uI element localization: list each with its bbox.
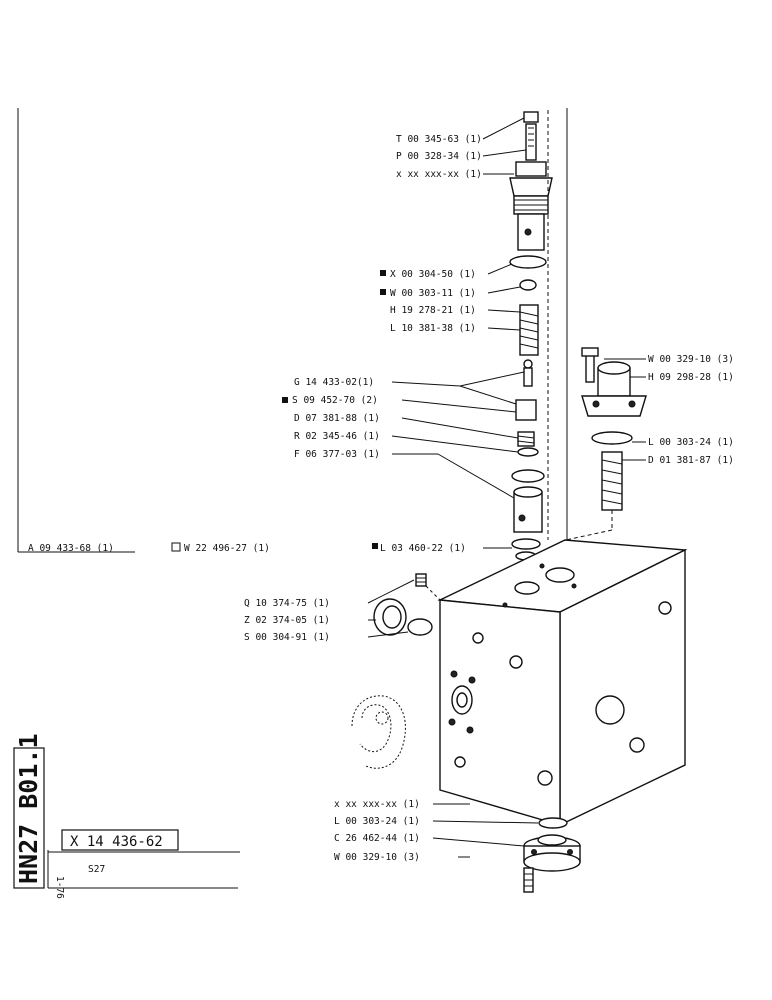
label-c-cover: C 26 462-44 (1)	[334, 833, 420, 844]
valve-block	[437, 539, 688, 827]
label-f-sleeve: F 06 377-03 (1)	[294, 449, 380, 460]
sleeve-s	[515, 399, 537, 421]
label-t: T 00 345-63 (1)	[396, 134, 482, 145]
oring-l-right	[591, 431, 633, 445]
description: S27	[88, 864, 105, 875]
oring-l-bottom	[538, 817, 568, 829]
cartridge-nut	[515, 161, 547, 177]
label-h-cap: H 09 298-28 (1)	[648, 372, 734, 383]
cartridge-hex	[509, 177, 553, 197]
plate-id: HN27 B01.1	[14, 733, 43, 884]
drawing-number-box	[61, 829, 179, 851]
label-w-ring: W 00 303-11 (1)	[390, 288, 476, 299]
sleeve-f	[513, 491, 543, 533]
leader-lines	[226, 117, 646, 889]
label-x-top: x xx xxx-xx (1)	[396, 169, 482, 180]
oring-x	[509, 255, 547, 269]
plug-part-t	[523, 111, 539, 123]
label-d-spring2: D 01 381-87 (1)	[648, 455, 734, 466]
marker-square-icon	[282, 397, 288, 403]
pin-g	[523, 367, 533, 387]
pin-part-p	[525, 123, 537, 161]
washer-w	[519, 279, 537, 291]
label-s-pin: S 09 452-70 (2)	[292, 395, 378, 406]
label-d-spring: D 07 381-88 (1)	[294, 413, 380, 424]
label-l-oring-block: L 03 460-22 (1)	[380, 543, 466, 554]
title-block: HN27 B01.1 X 14 436-62 1-76 S27	[13, 733, 240, 899]
cap-flange	[581, 395, 647, 417]
label-g: G 14 433-02(1)	[294, 377, 374, 388]
block-port	[595, 695, 625, 725]
sleeve-top	[511, 469, 545, 483]
label-w-screw-bottom: W 00 329-10 (3)	[334, 852, 420, 863]
plate-id-box	[13, 747, 45, 889]
oring-s	[407, 618, 433, 636]
right-valve-stack	[565, 347, 647, 565]
date-code: 1-76	[54, 876, 65, 899]
label-l-oring: L 00 303-24 (1)	[648, 437, 734, 448]
callout-labels: T 00 345-63 (1) P 00 328-34 (1) x xx xxx…	[28, 134, 734, 863]
label-a-assembly: A 09 433-68 (1)	[28, 543, 114, 554]
label-s-oring: S 00 304-91 (1)	[244, 632, 330, 643]
label-w-kit: W 22 496-27 (1)	[184, 543, 270, 554]
ring-r	[517, 447, 539, 457]
spring-d	[517, 431, 535, 447]
top-valve-stack	[509, 110, 553, 561]
marker-square-icon	[372, 543, 378, 549]
label-w-screw: W 00 329-10 (3)	[648, 354, 734, 365]
label-l-spring: L 10 381-38 (1)	[390, 323, 476, 334]
label-r-ring: R 02 345-46 (1)	[294, 431, 380, 442]
label-z-plug: Z 02 374-05 (1)	[244, 615, 330, 626]
bottom-cover-stack	[523, 817, 581, 893]
marker-square-icon	[380, 270, 386, 276]
label-q-plug: Q 10 374-75 (1)	[244, 598, 330, 609]
label-x-bottom: x xx xxx-xx (1)	[334, 799, 420, 810]
ball-part	[523, 359, 533, 369]
label-x-ring: X 00 304-50 (1)	[390, 269, 476, 280]
open-square-icon	[171, 542, 181, 552]
marker-square-icon	[380, 289, 386, 295]
drawing-number: X 14 436-62	[70, 834, 163, 850]
label-h-spring: H 19 278-21 (1)	[390, 305, 476, 316]
side-plugs	[373, 573, 441, 636]
label-l-oring-bottom: L 00 303-24 (1)	[334, 816, 420, 827]
label-p: P 00 328-34 (1)	[396, 151, 482, 162]
plug-q	[415, 573, 427, 587]
gear-phantom	[351, 695, 406, 769]
oring-l-block	[511, 538, 541, 550]
